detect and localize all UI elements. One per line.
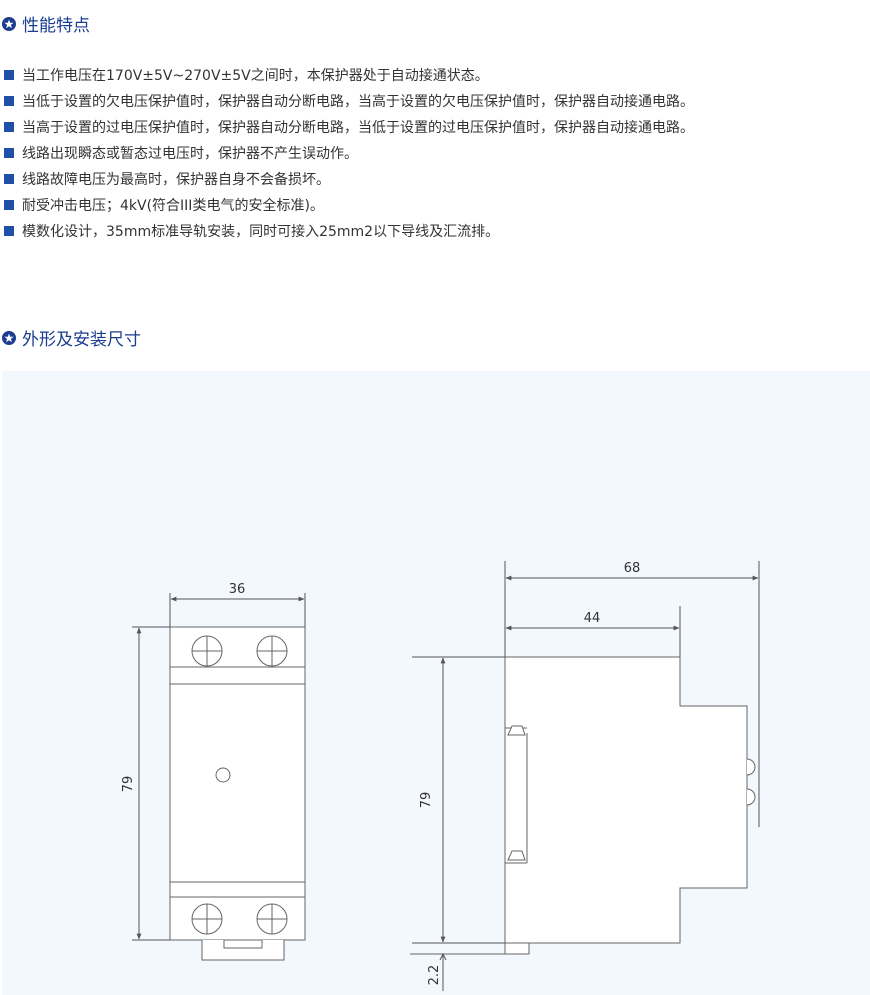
feature-text: 当高于设置的过电压保护值时，保护器自动分断电路，当低于设置的过电压保护值时，保护… bbox=[22, 120, 694, 136]
list-item: 模数化设计，35mm标准导轨安装，同时可接入25mm2以下导线及汇流排。 bbox=[4, 218, 694, 244]
dimension-drawing-panel: 36 79 68 44 79 bbox=[2, 371, 870, 995]
square-bullet-icon bbox=[4, 200, 14, 210]
terminal-screw-icon bbox=[191, 903, 223, 935]
features-heading-text: 性能特点 bbox=[22, 16, 90, 36]
side-total-width-label: 68 bbox=[624, 561, 641, 576]
feature-text: 当工作电压在170V±5V~270V±5V之间时，本保护器处于自动接通状态。 bbox=[22, 68, 489, 84]
list-item: 当高于设置的过电压保护值时，保护器自动分断电路，当低于设置的过电压保护值时，保护… bbox=[4, 114, 694, 140]
front-width-label: 36 bbox=[229, 582, 246, 597]
features-heading: 性能特点 bbox=[2, 11, 90, 36]
star-icon bbox=[2, 330, 16, 345]
terminal-screw-icon bbox=[256, 903, 288, 935]
rail-clip bbox=[201, 940, 285, 961]
side-body-width-label: 44 bbox=[584, 611, 601, 626]
square-bullet-icon bbox=[4, 226, 14, 236]
dimension-drawing: 36 79 68 44 79 bbox=[121, 561, 760, 991]
feature-text: 当低于设置的欠电压保护值时，保护器自动分断电路，当高于设置的欠电压保护值时，保护… bbox=[22, 94, 694, 110]
feature-text: 线路出现瞬态或暂态过电压时，保护器不产生误动作。 bbox=[22, 146, 358, 162]
rail-clip-slot bbox=[223, 939, 263, 949]
feature-text: 模数化设计，35mm标准导轨安装，同时可接入25mm2以下导线及汇流排。 bbox=[22, 224, 500, 240]
arrow-icon bbox=[439, 952, 447, 961]
terminal-screw-icon bbox=[256, 635, 288, 667]
dimensions-heading-text: 外形及安装尺寸 bbox=[22, 330, 141, 350]
side-height-label: 79 bbox=[419, 792, 434, 809]
rail-latch-bottom bbox=[507, 850, 526, 861]
feature-list: 当工作电压在170V±5V~270V±5V之间时，本保护器处于自动接通状态。 当… bbox=[4, 62, 694, 244]
list-item: 当低于设置的欠电压保护值时，保护器自动分断电路，当高于设置的欠电压保护值时，保护… bbox=[4, 88, 694, 114]
knob-icon bbox=[746, 758, 756, 776]
list-item: 当工作电压在170V±5V~270V±5V之间时，本保护器处于自动接通状态。 bbox=[4, 62, 694, 88]
square-bullet-icon bbox=[4, 70, 14, 80]
side-body-outline bbox=[504, 656, 748, 944]
side-dimensions bbox=[412, 561, 760, 991]
rail-latch-top bbox=[507, 725, 526, 736]
list-item: 线路出现瞬态或暂态过电压时，保护器不产生误动作。 bbox=[4, 140, 694, 166]
square-bullet-icon bbox=[4, 96, 14, 106]
front-height-label: 79 bbox=[121, 776, 136, 793]
square-bullet-icon bbox=[4, 122, 14, 132]
front-dimensions bbox=[132, 593, 306, 941]
front-view bbox=[169, 626, 306, 961]
list-item: 线路故障电压为最高时，保护器自身不会备损坏。 bbox=[4, 166, 694, 192]
terminal-screw-icon bbox=[191, 635, 223, 667]
rail-foot bbox=[504, 942, 530, 955]
star-icon bbox=[2, 16, 16, 31]
knob-icon bbox=[746, 788, 756, 806]
square-bullet-icon bbox=[4, 148, 14, 158]
feature-text: 线路故障电压为最高时，保护器自身不会备损坏。 bbox=[22, 172, 330, 188]
front-body-outline bbox=[169, 626, 306, 941]
list-item: 耐受冲击电压；4kV(符合III类电气的安全标准)。 bbox=[4, 192, 694, 218]
side-view bbox=[410, 656, 756, 955]
feature-text: 耐受冲击电压；4kV(符合III类电气的安全标准)。 bbox=[22, 198, 324, 214]
rail-offset-label: 2.2 bbox=[427, 965, 442, 986]
dimensions-heading: 外形及安装尺寸 bbox=[2, 325, 141, 350]
indicator-light bbox=[215, 767, 231, 783]
square-bullet-icon bbox=[4, 174, 14, 184]
